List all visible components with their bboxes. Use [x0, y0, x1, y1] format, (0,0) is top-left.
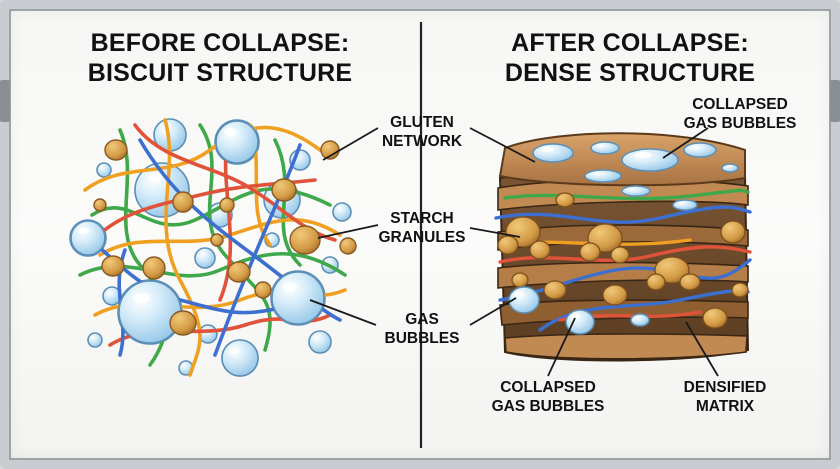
label-collapsed-gas-bubbles-top: COLLAPSED GAS BUBBLES — [670, 95, 810, 133]
collapsed-top-line2: GAS BUBBLES — [683, 115, 797, 132]
leader-lines — [309, 127, 719, 377]
label-gluten-network: GLUTEN NETWORK — [372, 113, 472, 151]
label-collapsed-gas-bubbles-bottom: COLLAPSED GAS BUBBLES — [478, 378, 618, 416]
gluten-label-line1: GLUTEN — [390, 114, 454, 131]
flattened-gas-bubbles — [532, 141, 739, 211]
gas-label-line2: BUBBLES — [384, 330, 460, 347]
collapsed-top-line1: COLLAPSED — [692, 96, 788, 113]
densified-line1: DENSIFIED — [683, 379, 767, 396]
dense-structure-illustration — [494, 132, 752, 362]
label-starch-granules: STARCH GRANULES — [368, 209, 476, 247]
board-bracket-left — [0, 80, 10, 122]
collapsed-bottom-line1: COLLAPSED — [500, 379, 596, 396]
starch-label-line2: GRANULES — [378, 229, 466, 246]
before-collapse-title: BEFORE COLLAPSE: BISCUIT STRUCTURE — [60, 28, 380, 88]
bubble-highlights — [79, 128, 297, 354]
before-title-line2: BISCUIT STRUCTURE — [87, 59, 353, 87]
before-title-line1: BEFORE COLLAPSE: — [90, 29, 350, 57]
after-title-line1: AFTER COLLAPSE: — [511, 29, 749, 57]
starch-granules-packed — [497, 192, 749, 329]
gluten-label-line2: NETWORK — [381, 133, 463, 150]
starch-granules-loose — [93, 139, 357, 336]
label-gas-bubbles: GAS BUBBLES — [372, 310, 472, 348]
collapsed-bottom-line2: GAS BUBBLES — [491, 398, 605, 415]
biscuit-structure-illustration — [69, 118, 357, 377]
densified-line2: MATRIX — [695, 398, 755, 415]
after-title-line2: DENSE STRUCTURE — [504, 59, 756, 87]
dense-bubble-highlights — [514, 146, 651, 319]
board-bracket-right — [830, 80, 840, 122]
starch-label-line1: STARCH — [390, 210, 454, 227]
label-densified-matrix: DENSIFIED MATRIX — [665, 378, 785, 416]
gas-label-line1: GAS — [405, 311, 439, 328]
after-collapse-title: AFTER COLLAPSE: DENSE STRUCTURE — [470, 28, 790, 88]
